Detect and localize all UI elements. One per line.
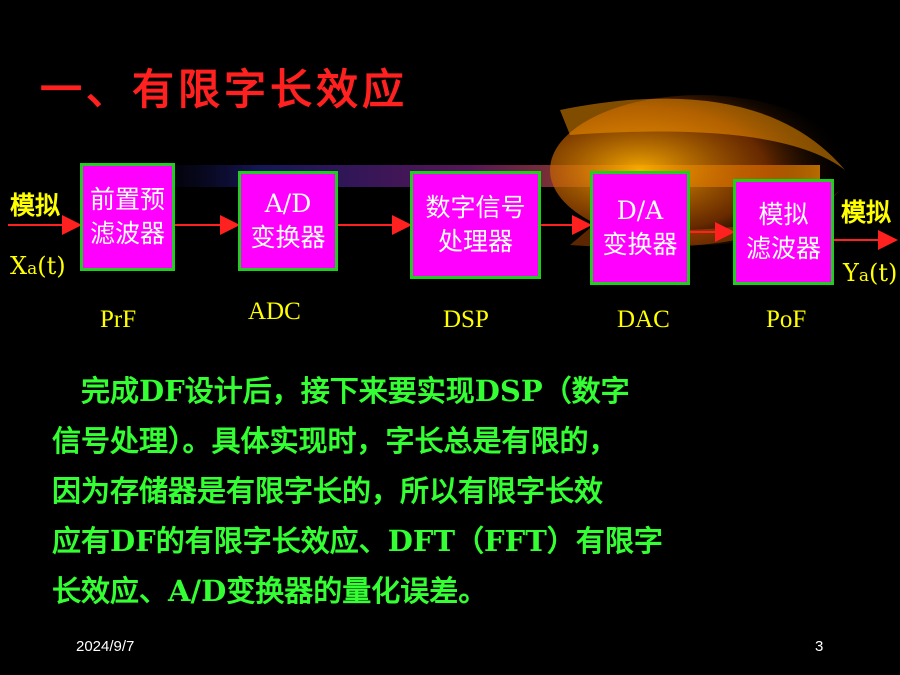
output-signal-sub: a — [858, 266, 869, 286]
abbr-prf: PrF — [100, 306, 137, 333]
body-paragraph: 完成DF设计后，接下来要实现DSP（数字 信号处理）。具体实现时，字长总是有限的… — [52, 366, 852, 616]
output-signal: Ya(t) — [843, 259, 897, 287]
abbr-dsp: DSP — [443, 306, 489, 333]
abbr-pof: PoF — [766, 306, 807, 333]
output-signal-main: Y — [843, 259, 859, 287]
block-postfilter-line1: 模拟 — [758, 200, 809, 229]
input-signal: Xa(t) — [10, 252, 66, 280]
paragraph-line: 完成DF设计后，接下来要实现DSP（数字 — [52, 374, 630, 408]
paragraph-line: 因为存储器是有限字长的，所以有限字长效 — [52, 474, 604, 508]
abbr-adc: ADC — [248, 298, 301, 325]
block-dac: D/A 变换器 — [590, 171, 690, 285]
block-dsp-line2: 处理器 — [437, 227, 513, 256]
block-dsp: 数字信号处理器 — [410, 171, 541, 279]
block-adc-line1: A/D — [264, 189, 312, 218]
block-prefilter-line2: 滤波器 — [89, 219, 165, 248]
paragraph-line: 信号处理）。具体实现时，字长总是有限的， — [52, 424, 618, 458]
block-dac-line1: D/A — [616, 196, 664, 225]
slide-title: 一、有限字长效应 — [40, 65, 409, 114]
block-prefilter-line1: 前置预 — [89, 185, 165, 214]
input-label: 模拟 — [10, 191, 61, 220]
block-prefilter: 前置预滤波器 — [80, 163, 175, 271]
block-adc-line2: 变换器 — [250, 223, 326, 252]
output-signal-arg: (t) — [868, 259, 898, 287]
abbr-dac: DAC — [617, 306, 670, 333]
block-adc: A/D 变换器 — [238, 171, 338, 271]
block-dac-line2: 变换器 — [602, 230, 678, 259]
input-signal-sub: a — [27, 259, 38, 279]
paragraph-line: 长效应、A/D变换器的量化误差。 — [52, 574, 488, 608]
block-postfilter: 模拟滤波器 — [733, 179, 834, 285]
input-signal-main: X — [10, 252, 28, 280]
input-signal-arg: (t) — [37, 252, 66, 280]
footer-date: 2024/9/7 — [76, 638, 135, 655]
paragraph-line: 应有DF的有限字长效应、DFT（FFT）有限字 — [52, 524, 663, 558]
page-number: 3 — [815, 638, 824, 655]
block-dsp-line1: 数字信号 — [425, 193, 526, 222]
block-postfilter-line2: 滤波器 — [745, 234, 821, 263]
output-label: 模拟 — [841, 198, 892, 227]
